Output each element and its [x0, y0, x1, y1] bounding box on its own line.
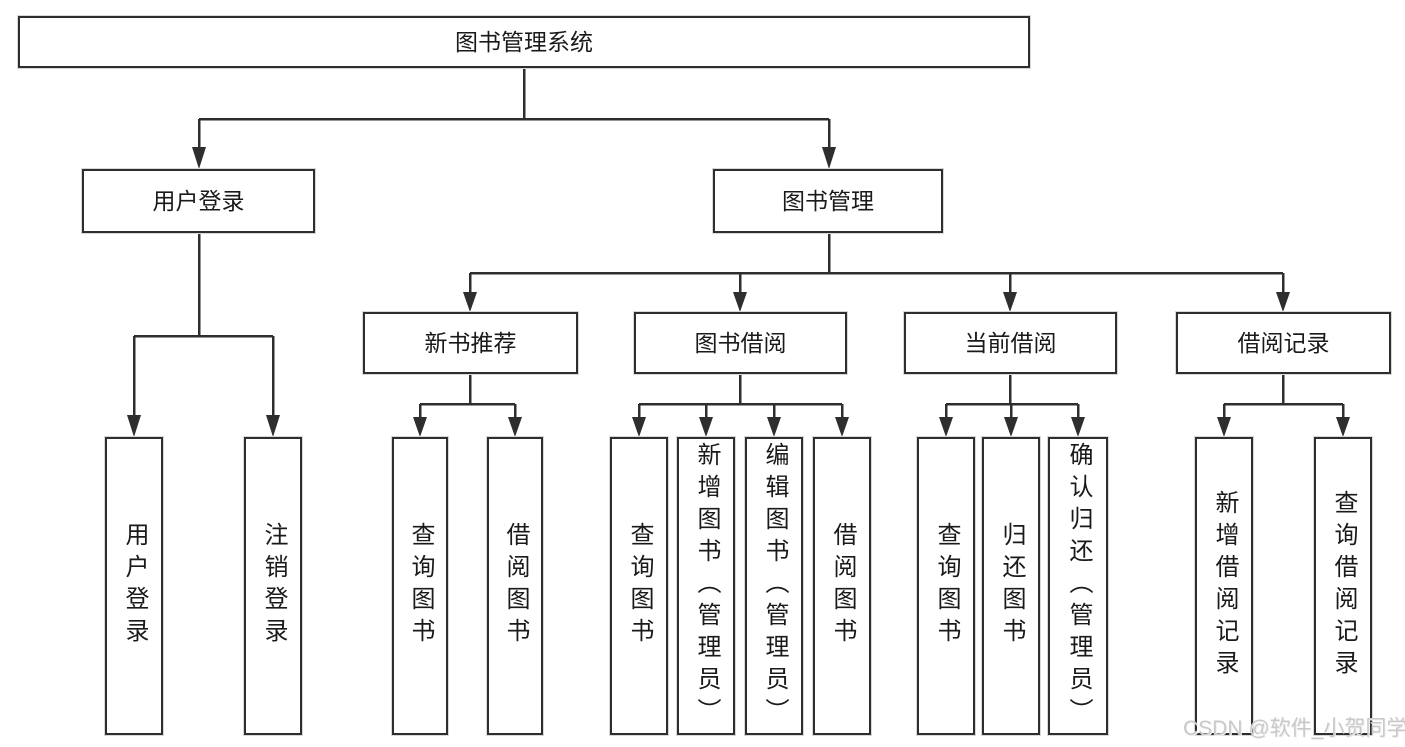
node-user-login-label: 用户登录: [152, 187, 245, 214]
leaf-return-books: 归还图书: [982, 437, 1040, 735]
leaf-add-borrow-record: 新增借阅记录: [1195, 437, 1253, 735]
leaf-edit-book-admin-label: 编辑图书（管理员）: [761, 442, 788, 730]
node-book-borrow-label: 图书借阅: [694, 329, 787, 356]
leaf-query-borrow-record: 查询借阅记录: [1314, 437, 1372, 735]
leaf-user-login: 用户登录: [105, 437, 163, 735]
leaf-borrow-books-2-label: 借阅图书: [829, 522, 856, 650]
node-book-management-label: 图书管理: [782, 187, 874, 214]
leaf-add-book-admin: 新增图书（管理员）: [677, 437, 735, 735]
node-new-book-recommend-label: 新书推荐: [424, 329, 517, 356]
leaf-borrow-books-2: 借阅图书: [813, 437, 871, 735]
leaf-borrow-books-1-label: 借阅图书: [502, 522, 529, 650]
leaf-query-books-2: 查询图书: [610, 437, 668, 735]
leaf-query-borrow-record-label: 查询借阅记录: [1330, 490, 1357, 682]
leaf-borrow-books-1: 借阅图书: [487, 437, 543, 735]
node-borrow-records: 借阅记录: [1176, 312, 1391, 374]
leaf-query-books-3-label: 查询图书: [933, 522, 960, 650]
watermark: CSDN @软件_小贺同学: [1183, 717, 1405, 740]
node-current-borrow: 当前借阅: [904, 312, 1117, 374]
node-book-management: 图书管理: [713, 169, 943, 233]
leaf-confirm-return-admin: 确认归还（管理员）: [1048, 437, 1108, 735]
node-user-login: 用户登录: [82, 169, 315, 233]
leaf-query-books-2-label: 查询图书: [626, 522, 653, 650]
leaf-return-books-label: 归还图书: [998, 522, 1025, 650]
leaf-query-books-1-label: 查询图书: [407, 522, 434, 650]
leaf-query-books-1: 查询图书: [392, 437, 448, 735]
leaf-add-book-admin-label: 新增图书（管理员）: [693, 442, 720, 730]
leaf-query-books-3: 查询图书: [917, 437, 975, 735]
leaf-logout: 注销登录: [244, 437, 302, 735]
leaf-add-borrow-record-label: 新增借阅记录: [1211, 490, 1238, 682]
leaf-edit-book-admin: 编辑图书（管理员）: [745, 437, 803, 735]
leaf-user-login-label: 用户登录: [121, 522, 148, 650]
node-library-management-system-label: 图书管理系统: [455, 28, 593, 55]
node-library-management-system: 图书管理系统: [18, 16, 1030, 68]
leaf-confirm-return-admin-label: 确认归还（管理员）: [1065, 442, 1092, 730]
node-book-borrow: 图书借阅: [634, 312, 847, 374]
node-new-book-recommend: 新书推荐: [363, 312, 578, 374]
node-current-borrow-label: 当前借阅: [964, 329, 1057, 356]
node-borrow-records-label: 借阅记录: [1237, 329, 1330, 356]
leaf-logout-label: 注销登录: [260, 522, 287, 650]
